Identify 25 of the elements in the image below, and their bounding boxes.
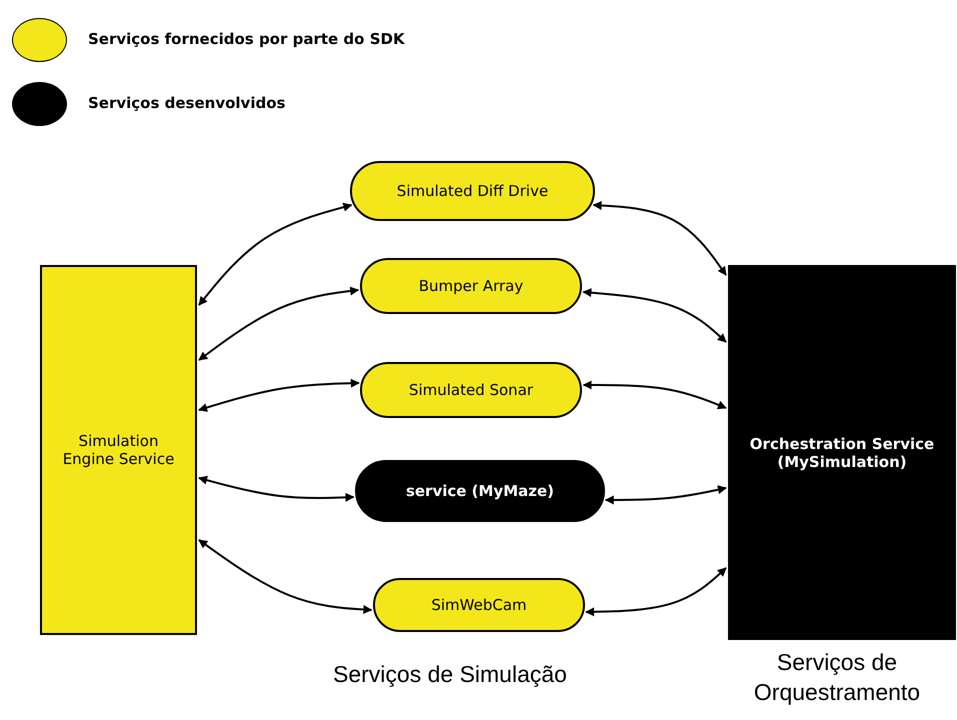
node-label: service (MyMaze): [406, 482, 554, 500]
double-arrow: [198, 378, 360, 412]
service-pill: [350, 161, 595, 221]
double-arrow: [198, 286, 360, 361]
double-arrow: [198, 539, 372, 614]
node-label: Simulated Sonar: [408, 381, 534, 399]
node-label: Bumper Array: [418, 277, 524, 295]
node-label: Simulation Engine Service: [62, 432, 176, 468]
section-heading: Serviços de Orquestramento: [752, 648, 922, 707]
legend-text: Serviços desenvolvidos: [88, 94, 286, 112]
double-arrow: [198, 202, 352, 306]
double-arrow: [582, 380, 727, 410]
node-label: Orchestration Service (MySimulation): [748, 434, 936, 470]
service-pill: [373, 578, 585, 632]
double-arrow: [585, 567, 727, 616]
double-arrow: [582, 288, 727, 343]
node-label: Simulated Diff Drive: [396, 182, 548, 200]
legend-text: Serviços fornecidos por parte do SDK: [88, 30, 405, 48]
service-box: [728, 265, 956, 640]
double-arrow: [604, 485, 727, 504]
double-arrow: [592, 200, 727, 276]
double-arrow: [198, 476, 354, 502]
node-label: SimWebCam: [431, 596, 527, 614]
section-heading: Serviços de Simulação: [332, 660, 568, 689]
service-box: [40, 265, 197, 635]
